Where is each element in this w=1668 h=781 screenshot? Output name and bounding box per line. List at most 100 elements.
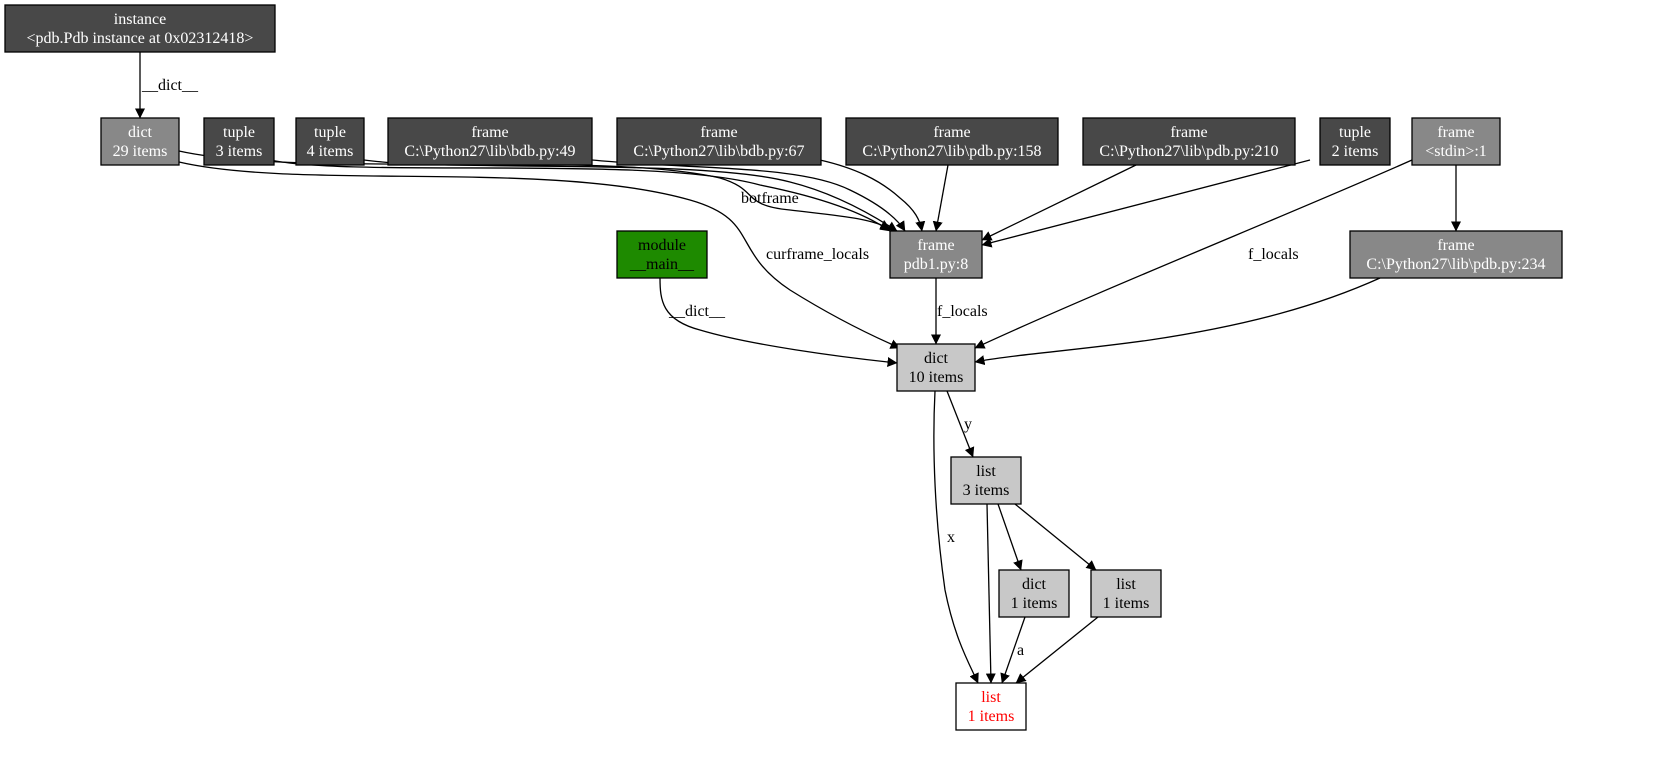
- edge-frame_pdb210-to-frame_pdb1: [981, 164, 1137, 241]
- node-list3: list 3 items: [950, 456, 1022, 505]
- node-box: [295, 117, 365, 166]
- node-type-label: dict: [128, 124, 153, 141]
- node-dict1: dict 1 items: [998, 569, 1070, 618]
- edge-label-f-locals: f_locals: [1248, 246, 1299, 263]
- node-type-label: instance: [114, 11, 166, 28]
- node-box: [203, 117, 275, 166]
- node-box: [100, 117, 180, 166]
- node-detail-label: 3 items: [216, 143, 263, 160]
- node-type-label: tuple: [223, 124, 255, 141]
- edge-frame_pdb234-to-dict10: [974, 277, 1381, 366]
- node-type-label: frame: [1437, 124, 1474, 141]
- node-box: [1319, 117, 1391, 166]
- edge-line: [933, 390, 979, 684]
- node-type-label: module: [638, 237, 686, 254]
- node-detail-label: pdb1.py:8: [904, 256, 968, 273]
- node-detail-label: 2 items: [1332, 143, 1379, 160]
- edge-line: [974, 159, 1413, 349]
- node-detail-label: 10 items: [909, 369, 964, 386]
- nodes-layer: instance <pdb.Pdb instance at 0x02312418>…: [4, 4, 1563, 731]
- node-box: [1411, 117, 1501, 166]
- node-detail-label: C:\Python27\lib\pdb.py:210: [1099, 143, 1278, 160]
- edge-line: [981, 159, 1311, 248]
- node-detail-label: <pdb.Pdb instance at 0x02312418>: [27, 30, 254, 47]
- edge-frame_stdin-to-dict10: f_locals: [974, 159, 1413, 349]
- edge-dict10-to-list3: y: [946, 390, 975, 458]
- node-box: [387, 117, 593, 166]
- edge-line: [985, 503, 996, 684]
- edge-line: [974, 277, 1381, 366]
- node-type-label: frame: [933, 124, 970, 141]
- edge-label-curframe-locals: curframe_locals: [766, 246, 869, 263]
- edge-line: [946, 390, 975, 458]
- edges-layer: __dict__ botframe curframe_locals f_locals _…: [135, 52, 1461, 684]
- node-type-label: tuple: [314, 124, 346, 141]
- node-type-label: frame: [700, 124, 737, 141]
- node-tuple3: tuple 3 items: [203, 117, 275, 166]
- edge-label-a: a: [1017, 642, 1024, 659]
- node-box: [1349, 230, 1563, 279]
- edge-label-dict: __dict__: [668, 303, 726, 320]
- node-dict29: dict 29 items: [100, 117, 180, 166]
- node-box: [889, 230, 983, 279]
- edge-label-x: x: [947, 529, 955, 546]
- edge-label-y: y: [964, 416, 972, 433]
- node-box: [955, 682, 1027, 731]
- node-detail-label: C:\Python27\lib\pdb.py:158: [862, 143, 1041, 160]
- edge-frame_bdb67-to-frame_pdb1: [819, 159, 926, 232]
- node-instance: instance <pdb.Pdb instance at 0x02312418>: [4, 4, 276, 53]
- node-box: [950, 456, 1022, 505]
- edge-label-f-locals: f_locals: [937, 303, 988, 320]
- edge-dict10-to-list1target: x: [933, 390, 979, 684]
- edge-line: [1015, 616, 1099, 684]
- node-detail-label: 1 items: [1011, 595, 1058, 612]
- node-box: [616, 230, 708, 279]
- edge-dict29-to-dict10: curframe_locals: [178, 161, 901, 349]
- edge-frame_pdb158-to-frame_pdb1: [932, 164, 949, 232]
- node-detail-label: 1 items: [968, 708, 1015, 725]
- node-module_main: module__main__: [616, 230, 708, 279]
- edge-line: [997, 503, 1023, 571]
- node-detail-label: <stdin>:1: [1425, 143, 1487, 160]
- node-type-label: list: [976, 463, 996, 480]
- edge-list3-to-list1a: [1014, 503, 1097, 571]
- node-detail-label: 1 items: [1103, 595, 1150, 612]
- node-type-label: dict: [1022, 576, 1047, 593]
- edge-label-botframe: botframe: [741, 190, 799, 207]
- node-type-label: list: [1116, 576, 1136, 593]
- node-type-label: frame: [471, 124, 508, 141]
- node-detail-label: C:\Python27\lib\pdb.py:234: [1366, 256, 1545, 273]
- edge-dict1-to-list1target: a: [1000, 616, 1026, 684]
- node-type-label: tuple: [1339, 124, 1371, 141]
- edge-line: [1000, 616, 1026, 684]
- node-type-label: frame: [1170, 124, 1207, 141]
- node-detail-label: 3 items: [963, 482, 1010, 499]
- node-type-label: dict: [924, 350, 949, 367]
- node-box: [845, 117, 1059, 166]
- node-list1a: list 1 items: [1090, 569, 1162, 618]
- edge-frame_pdb1-to-dict10: f_locals: [931, 278, 988, 345]
- node-detail-label: C:\Python27\lib\bdb.py:67: [633, 143, 804, 160]
- edge-list3-to-dict1: [997, 503, 1023, 571]
- node-detail-label: 29 items: [113, 143, 168, 160]
- edge-tuple2-to-frame_pdb1: [981, 159, 1311, 248]
- node-detail-label: C:\Python27\lib\bdb.py:49: [404, 143, 575, 160]
- edge-label-dict: __dict__: [141, 77, 199, 94]
- edge-list3-to-list1target: [985, 503, 996, 684]
- node-box: [1090, 569, 1162, 618]
- edge-line: [1014, 503, 1097, 571]
- edge-line: [178, 161, 901, 349]
- node-box: [616, 117, 822, 166]
- edge-line: [269, 159, 891, 232]
- node-box: [4, 4, 276, 53]
- edge-line: [932, 164, 949, 232]
- node-dict10: dict 10 items: [896, 343, 976, 392]
